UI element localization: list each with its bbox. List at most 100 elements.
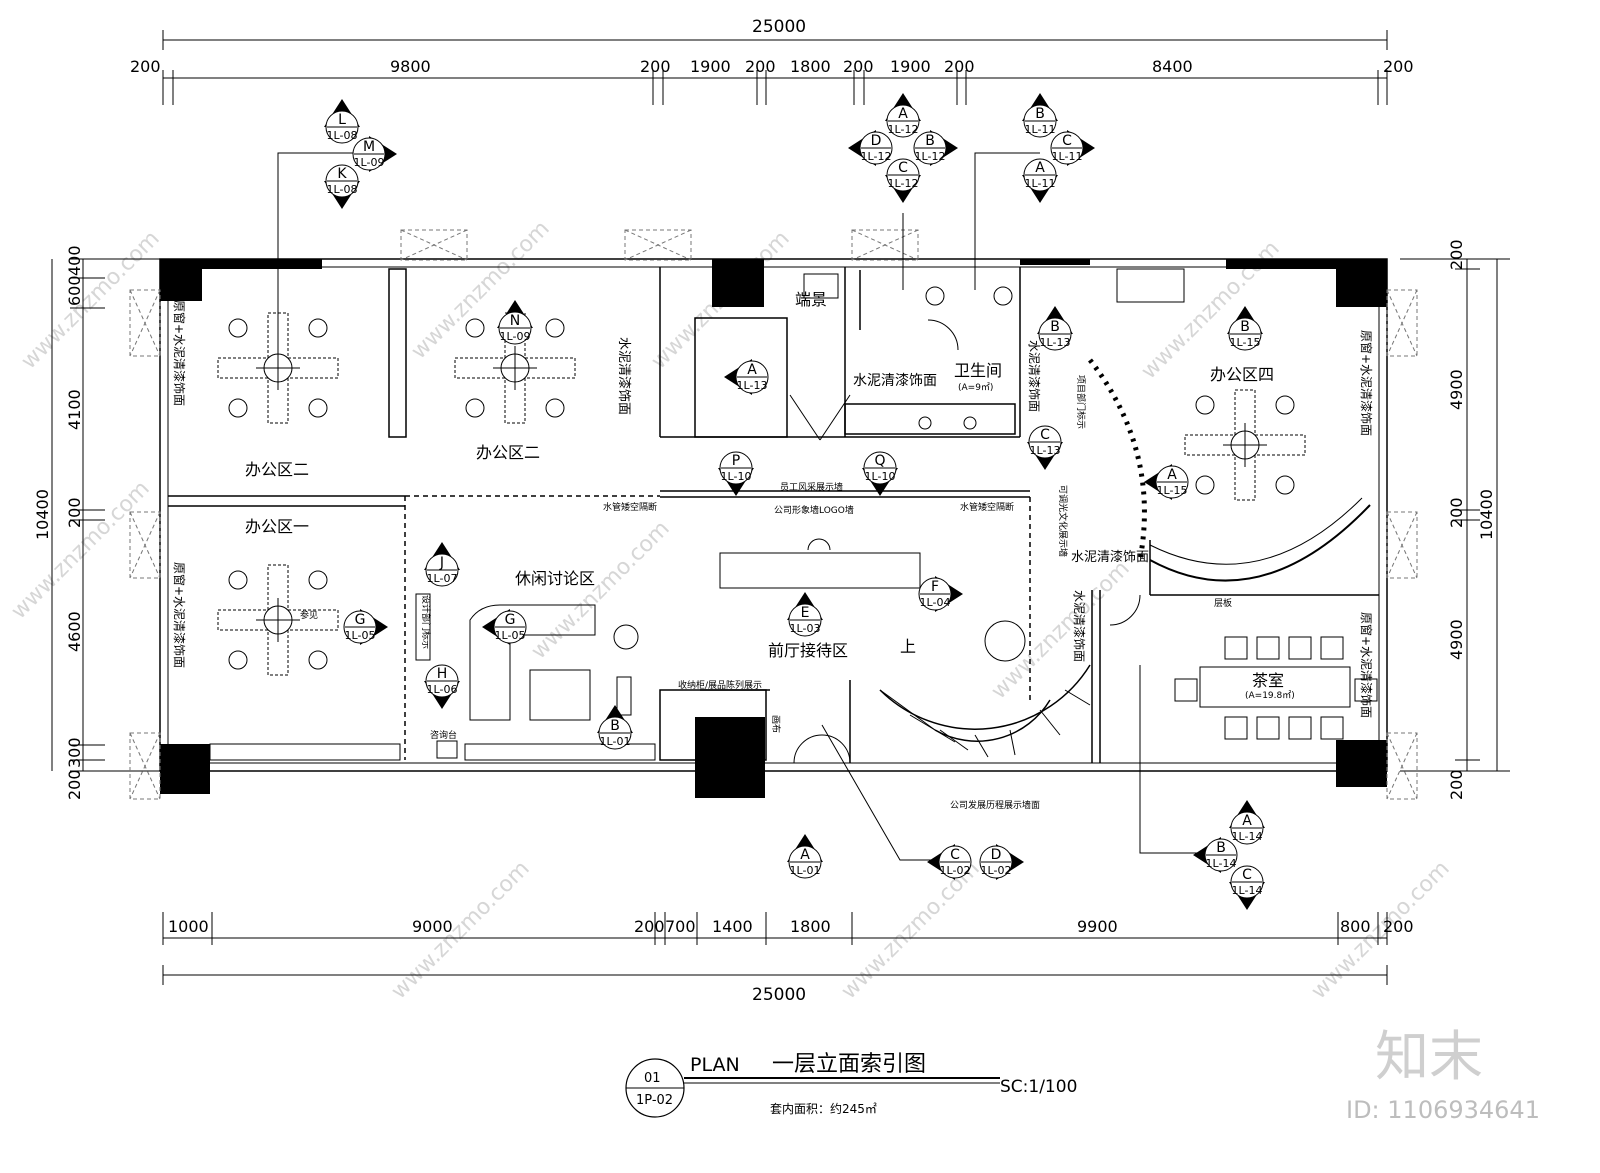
- workstations: [217, 312, 1306, 676]
- note-design-sign: 设计部门标示: [420, 595, 432, 649]
- marker-sheet: 1L-02: [940, 864, 971, 877]
- marker-sheet: 1L-12: [861, 150, 892, 163]
- note-cement: 水泥清漆饰面: [1071, 549, 1149, 565]
- elevation-marker: C1L-14: [1229, 865, 1265, 910]
- dim-label: 200: [944, 57, 975, 76]
- marker-sheet: 1L-12: [888, 177, 919, 190]
- dim-label: 200: [843, 57, 874, 76]
- dim-label: 200: [1447, 239, 1466, 270]
- desk-cluster: [454, 312, 576, 424]
- marker-sheet: 1L-05: [495, 629, 526, 642]
- marker-sheet: 1L-13: [737, 379, 768, 392]
- marker-letter: C: [898, 160, 908, 176]
- elevation-marker: P1L-10: [718, 451, 754, 496]
- marker-sheet: 1L-01: [600, 735, 631, 748]
- elevation-marker: E1L-03: [787, 592, 823, 637]
- drawing-scale: SC:1/100: [1000, 1077, 1077, 1097]
- dim-label: 200: [1383, 57, 1414, 76]
- note-culture-wall: 可调光文化展示墙: [1057, 485, 1069, 557]
- stool: [616, 676, 632, 716]
- elevation-marker: C1L-13: [1027, 425, 1063, 470]
- dim-label: 600: [65, 275, 84, 306]
- dim-label: 200: [640, 57, 671, 76]
- watermark-text: www.znzmo.com: [407, 216, 555, 364]
- marker-sheet: 1L-08: [327, 183, 358, 196]
- elevation-marker: C1L-12: [885, 158, 921, 203]
- elevation-markers: L1L-08M1L-09K1L-08A1L-12D1L-12B1L-12C1L-…: [324, 93, 1265, 910]
- marker-letter: A: [747, 362, 757, 378]
- elevation-marker: K1L-08: [324, 164, 360, 209]
- windows: [129, 229, 1418, 800]
- column: [1226, 259, 1387, 269]
- drawing-title: 一层立面索引图: [772, 1052, 926, 1077]
- plan-label: PLAN: [690, 1054, 740, 1076]
- note-cement-vertical: 水泥清漆饰面: [1027, 340, 1041, 412]
- elevation-marker: D1L-02: [979, 844, 1024, 880]
- dim-label: 1900: [690, 57, 731, 76]
- room-tea-area: (A=19.8㎡): [1245, 690, 1295, 701]
- sofa: [469, 604, 596, 721]
- dim-bottom-total: 25000: [752, 985, 806, 1005]
- marker-sheet: 1L-15: [1230, 336, 1261, 349]
- elevation-marker: L1L-08: [324, 99, 360, 144]
- watermark-text: www.znzmo.com: [387, 856, 535, 1004]
- marker-letter: J: [439, 555, 444, 571]
- marker-letter: A: [1167, 467, 1177, 483]
- room-wc-area: (A=9㎡): [958, 382, 993, 393]
- marker-sheet: 1L-14: [1232, 830, 1263, 843]
- stair-up-label: 上: [900, 637, 916, 656]
- dim-label: 1000: [168, 917, 209, 936]
- marker-sheet: 1L-12: [888, 123, 919, 136]
- dim-label: 4100: [65, 389, 84, 430]
- elevation-marker: B1L-01: [597, 705, 633, 750]
- note-window: 原窗+水泥清漆饰面: [172, 562, 186, 668]
- marker-letter: L: [338, 112, 346, 128]
- dim-label: 400: [65, 245, 84, 276]
- marker-sheet: 1L-14: [1206, 857, 1237, 870]
- reception-desk: [719, 552, 921, 589]
- print-station: [436, 740, 458, 759]
- column: [1336, 259, 1387, 307]
- room-office-1: 办公区一: [245, 517, 309, 536]
- dim-label: 200: [65, 769, 84, 800]
- marker-letter: B: [1240, 319, 1250, 335]
- elevation-marker: A1L-12: [885, 93, 921, 138]
- elevation-marker: C1L-02: [927, 844, 972, 880]
- marker-sheet: 1L-15: [1157, 484, 1188, 497]
- coffee-table: [529, 669, 591, 721]
- marker-sheet: 1L-11: [1052, 150, 1083, 163]
- column: [712, 259, 764, 307]
- elevation-marker: A1L-13: [724, 359, 769, 395]
- tea-table: [1199, 666, 1351, 708]
- marker-sheet: 1L-01: [790, 864, 821, 877]
- dim-label: 800: [1340, 917, 1371, 936]
- drawing-area: 套内面积：约245㎡: [770, 1101, 877, 1116]
- elevation-marker: J1L-07: [424, 542, 460, 587]
- room-leisure: 休闲讨论区: [515, 569, 595, 588]
- dim-right-total: 10400: [1477, 489, 1496, 540]
- chair: [807, 538, 831, 551]
- room-tea: 茶室: [1252, 671, 1284, 690]
- dim-label: 9000: [412, 917, 453, 936]
- dim-label: 200: [1383, 917, 1414, 936]
- marker-sheet: 1L-04: [920, 596, 951, 609]
- watermark-text: www.znzmo.com: [987, 556, 1135, 704]
- marker-letter: A: [800, 847, 810, 863]
- dim-label: 1800: [790, 57, 831, 76]
- note-partition: 水管矮空隔断: [960, 501, 1014, 513]
- dim-label: 4900: [1447, 369, 1466, 410]
- elevation-marker: G1L-05: [482, 609, 527, 645]
- room-lobby: 前厅接待区: [768, 641, 848, 660]
- room-wc: 卫生间: [954, 361, 1002, 380]
- marker-letter: F: [931, 579, 939, 595]
- desk-cluster: [217, 564, 339, 676]
- title-block: 01 1P-02 PLAN 一层立面索引图 SC:1/100 套内面积：约245…: [625, 1052, 1077, 1118]
- column: [160, 744, 210, 794]
- note-ref: 参见: [300, 609, 318, 621]
- dimension-lines: [51, 30, 1510, 985]
- elevation-marker: B1L-11: [1022, 93, 1058, 138]
- marker-letter: G: [505, 612, 516, 628]
- marker-letter: B: [1050, 319, 1060, 335]
- room-office-4: 办公区四: [1210, 365, 1274, 384]
- note-window: 原窗+水泥清漆饰面: [172, 300, 186, 406]
